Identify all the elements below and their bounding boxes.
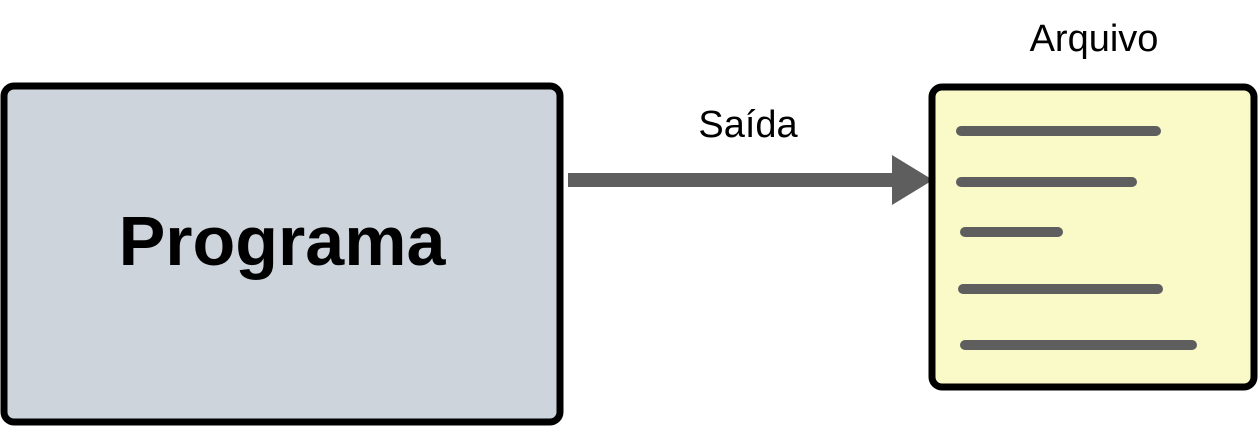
program-label: Programa bbox=[119, 202, 447, 280]
file-content-lines bbox=[956, 126, 1197, 350]
file-label: Arquivo bbox=[1030, 18, 1159, 60]
file-icon bbox=[928, 83, 1258, 391]
output-arrow: Saída bbox=[568, 104, 933, 205]
arrow-label: Saída bbox=[698, 104, 798, 146]
program-box bbox=[0, 82, 564, 426]
file-node: Arquivo bbox=[928, 18, 1258, 391]
arrow-head-icon bbox=[892, 155, 933, 205]
program-node: Programa bbox=[0, 82, 564, 426]
